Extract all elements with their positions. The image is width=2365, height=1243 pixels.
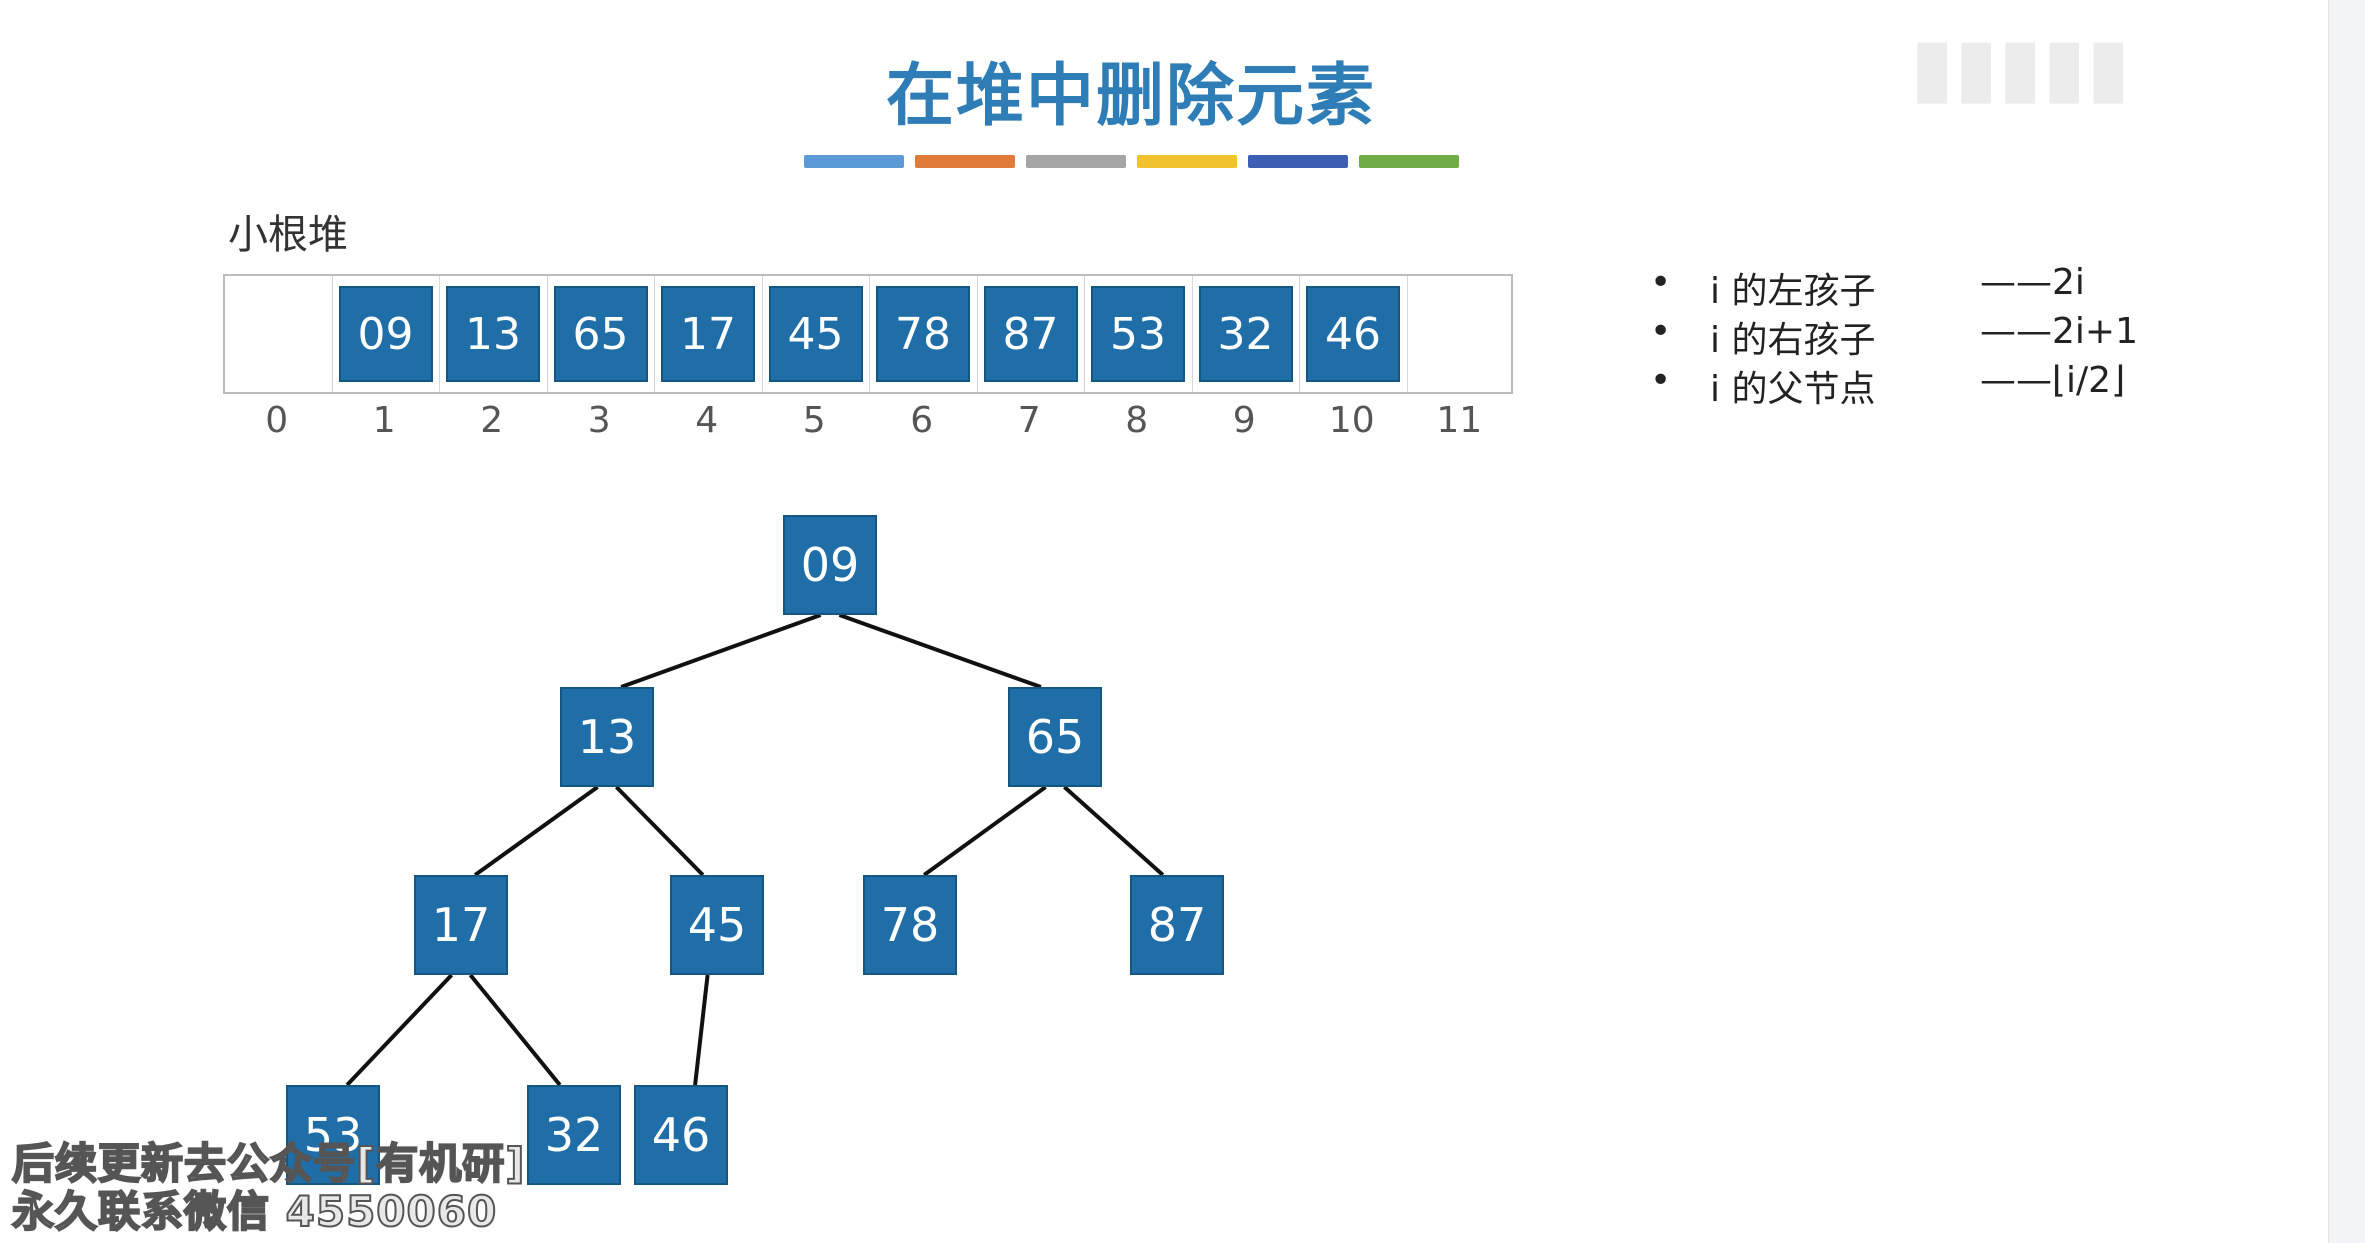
accent-bar (1359, 155, 1459, 168)
formula-name: i 的父节点 (1710, 369, 1876, 410)
array-value: 78 (876, 286, 970, 382)
tree-node: 87 (1130, 875, 1224, 975)
array-cell: 32 (1193, 276, 1300, 392)
tree-node: 13 (560, 687, 654, 787)
array-index: 11 (1436, 400, 1483, 441)
accent-bar (1137, 155, 1237, 168)
array-cell: 45 (763, 276, 870, 392)
accent-bar (1026, 155, 1126, 168)
array-value: 53 (1091, 286, 1185, 382)
array-value: 87 (983, 286, 1078, 382)
tree-edge (620, 613, 822, 689)
tree-node: 17 (414, 875, 508, 975)
array-cell: 78 (870, 276, 978, 392)
tree-edge (468, 973, 562, 1087)
array-index: 10 (1328, 400, 1375, 441)
array-cell: 09 (333, 276, 440, 392)
bullet-icon: • (1650, 360, 1672, 401)
promo-overlay-line-1: 后续更新去公众号[有机研] (11, 1138, 526, 1189)
array-index: 8 (1125, 400, 1149, 441)
array-value: 65 (553, 286, 648, 382)
tree-edge (473, 785, 599, 877)
array-index: 6 (910, 400, 934, 441)
array-value: 13 (446, 286, 540, 382)
formula-value: ——⌊i/2⌋ (1980, 360, 2126, 401)
tree-node: 09 (783, 515, 877, 615)
tree-node: 45 (670, 875, 764, 975)
array-cell: 65 (548, 276, 655, 392)
tree-edge (614, 785, 705, 877)
array-cell: 46 (1300, 276, 1408, 392)
formula-name: i 的左孩子 (1710, 271, 1876, 312)
tree-node: 53 (286, 1085, 380, 1185)
array-value: 32 (1198, 286, 1293, 382)
bullet-icon: • (1650, 311, 1672, 352)
array-index: 4 (695, 400, 719, 441)
tree-edge (1063, 785, 1165, 877)
array-index: 1 (372, 400, 396, 441)
formula-value: ——2i+1 (1980, 311, 2138, 352)
heap-type-label: 小根堆 (228, 212, 348, 258)
tree-node: 32 (527, 1085, 621, 1185)
promo-overlay-line-2: 永久联系微信 4550060 (11, 1186, 498, 1237)
formula-value: ——2i (1980, 262, 2085, 303)
array-index: 0 (265, 400, 289, 441)
array-index: 9 (1232, 400, 1256, 441)
tree-node: 65 (1008, 687, 1102, 787)
accent-bar (915, 155, 1015, 168)
array-index: 5 (802, 400, 826, 441)
array-cell: 17 (655, 276, 763, 392)
array-value: 45 (768, 286, 863, 382)
array-value: 46 (1306, 286, 1400, 382)
array-index: 2 (480, 400, 504, 441)
array-value: 17 (661, 286, 755, 382)
array-cell: 53 (1085, 276, 1193, 392)
array-cell (225, 276, 333, 392)
tree-edge (838, 613, 1042, 689)
slide-title: 在堆中删除元素 (885, 57, 1376, 136)
accent-bar (1248, 155, 1348, 168)
tree-edge (922, 785, 1047, 877)
tree-edge (345, 973, 454, 1087)
array-cell: 13 (440, 276, 548, 392)
logo-watermark: ▮▮▮▮▮ (1910, 20, 2131, 113)
tree-node: 78 (863, 875, 957, 975)
array-value: 09 (338, 286, 433, 382)
tree-edge (693, 974, 710, 1086)
tree-node: 46 (634, 1085, 728, 1185)
formula-name: i 的右孩子 (1710, 320, 1876, 361)
array-index: 3 (587, 400, 611, 441)
side-toolbar-strip (2328, 0, 2365, 1243)
accent-bar (804, 155, 904, 168)
array-index: 7 (1017, 400, 1041, 441)
array-cell: 87 (978, 276, 1085, 392)
bullet-icon: • (1650, 262, 1672, 303)
